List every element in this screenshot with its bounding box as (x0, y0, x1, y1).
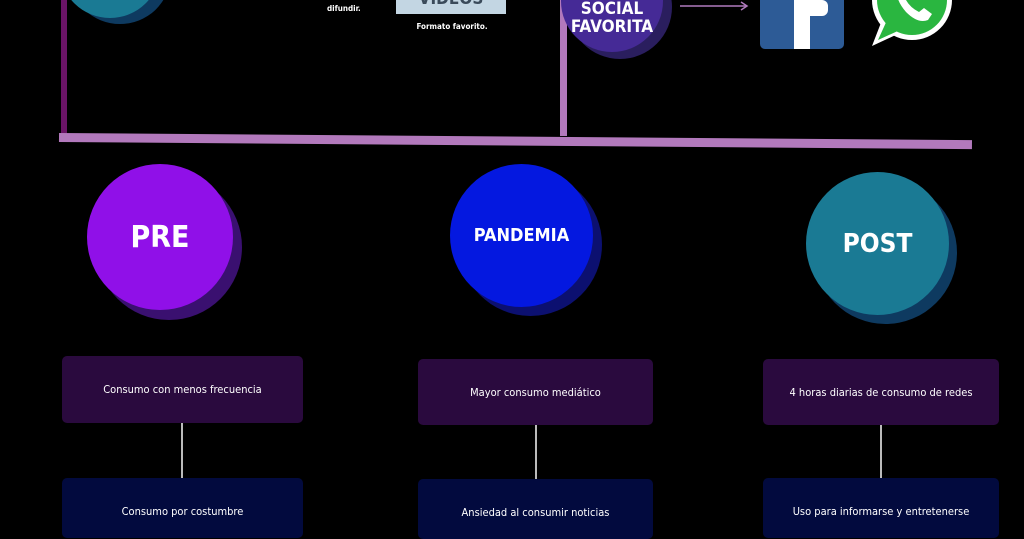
videos-badge: VIDEOS (396, 0, 506, 14)
pre-item-1: Consumo con menos frecuencia (62, 356, 303, 423)
post-item-1: 4 horas diarias de consumo de redes (763, 359, 999, 425)
pre-connector (181, 423, 183, 478)
facebook-icon (760, 0, 844, 49)
social-label-line2: FAVORITA (570, 17, 654, 37)
videos-caption: Formato favorito. (416, 22, 488, 31)
pre-title: PRE (130, 219, 190, 255)
pandemia-item-1: Mayor consumo mediático (418, 359, 653, 425)
pre-item-1-text: Consumo con menos frecuencia (103, 383, 262, 396)
horizontal-connector (58, 133, 973, 150)
post-item-1-text: 4 horas diarias de consumo de redes (789, 385, 973, 399)
post-connector (880, 425, 882, 478)
social-label-line1: SOCIAL (580, 0, 644, 19)
left-vertical-connector (61, 0, 67, 140)
post-title: POST (842, 228, 913, 259)
pandemia-circle: PANDEMIA (450, 164, 593, 307)
videos-label: VIDEOS (396, 0, 506, 10)
mid-vertical-connector (560, 0, 567, 136)
post-item-2: Uso para informarse y entretenerse (763, 478, 999, 538)
pandemia-item-1-text: Mayor consumo mediático (470, 385, 601, 399)
pandemia-connector (535, 425, 537, 479)
whatsapp-icon (872, 0, 952, 46)
pre-circle: PRE (87, 164, 233, 310)
pandemia-title: PANDEMIA (473, 225, 570, 246)
pandemia-item-2: Ansiedad al consumir noticias (418, 479, 653, 539)
difundir-text: difundir. (327, 4, 361, 13)
post-circle: POST (806, 172, 949, 315)
arrow-icon (680, 1, 749, 11)
pre-item-2: Consumo por costumbre (62, 478, 303, 538)
pandemia-item-2-text: Ansiedad al consumir noticias (461, 506, 610, 519)
